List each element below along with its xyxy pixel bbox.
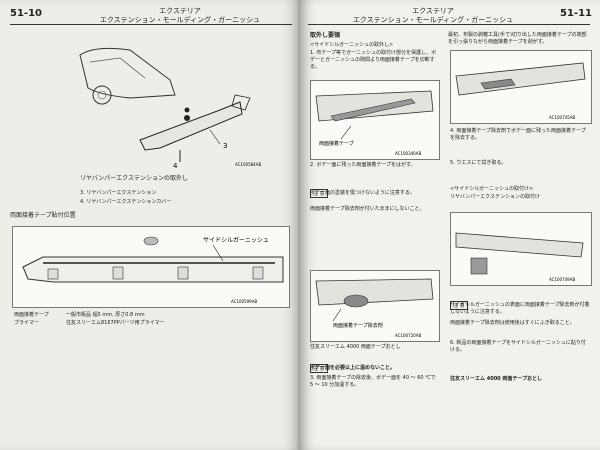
header-subtitle: エクステンション・モールディング・ガーニッシュ bbox=[99, 16, 261, 24]
col1-step-2: 2. ボデー面に残った両面接着テープをはがす。 bbox=[310, 162, 416, 168]
tape-position-heading: 両面接着テープ貼付位置 bbox=[10, 212, 76, 219]
spec-label-primer: プライマー bbox=[14, 320, 40, 326]
page-number: 51-10 bbox=[10, 8, 42, 19]
col1-title: 取外し要領 bbox=[310, 32, 341, 39]
col1-remover: 住友スリーエム 4000 両面テープおとし bbox=[310, 344, 401, 350]
header-subtitle: エクステンション・モールディング・ガーニッシュ bbox=[352, 16, 514, 24]
col2-intro: 最初、布製の剥離工具(手で)切り出した両面接着テープの端部を引っ張りながら両面接… bbox=[448, 32, 587, 45]
col1-subtitle: <サイドシルガーニッシュの取外し> bbox=[310, 42, 394, 48]
removal-step-3: 3. リヤバンパーエクステンション bbox=[80, 190, 157, 196]
caution-label-3: 注 意 bbox=[450, 292, 468, 311]
right-page: 51-11 エクステリア エクステンション・モールディング・ガーニッシュ 取外し… bbox=[298, 0, 600, 450]
tape-pull-figure: AC100745AB bbox=[450, 50, 592, 124]
caution-label-2: 注 意 bbox=[310, 355, 328, 374]
header-title: エクステリア bbox=[159, 7, 201, 15]
page-number: 51-11 bbox=[560, 8, 592, 19]
figure-code: AC100745AB bbox=[549, 115, 575, 120]
figure-code: AC100749AB bbox=[549, 277, 575, 282]
removal-step-4: 4. リヤバンパーエクステンションカバー bbox=[80, 199, 172, 205]
left-page: 51-10 エクステリア エクステンション・モールディング・ガーニッシュ 3 4… bbox=[0, 0, 298, 450]
caution-badge: 注 意 bbox=[450, 301, 468, 310]
bumper-extension-figure: 3 4 AC100584AB bbox=[79, 47, 261, 170]
garnish-label: サイドシルガーニッシュ bbox=[203, 236, 269, 244]
install-subtitle: リヤバンパーエクステンションの取付け bbox=[450, 194, 541, 200]
callout-4: 4 bbox=[173, 162, 178, 170]
col2-step-6: 6. 新品の両面接着テープをサイドシルガーニッシュに貼り付ける。 bbox=[450, 340, 586, 353]
callout-3: 3 bbox=[223, 142, 227, 150]
caution-text-3: ボデー面を必要以上に温めないこと。 bbox=[310, 365, 396, 371]
remover-figure: 両面接着テープ除去剤 AC100720AB bbox=[310, 270, 440, 342]
spec-label-tape: 両面接着テープ bbox=[14, 312, 49, 318]
col1-step-3: 3. 両面接着テープの除去後、ボデー面を 40 〜 60 ℃で 5 〜 10 分… bbox=[310, 375, 436, 388]
tape-pull-drawing: AC100745AB bbox=[455, 62, 586, 120]
figure-code: AC100599AB bbox=[231, 299, 257, 304]
remover-label: 両面接着テープ除去剤 bbox=[333, 322, 383, 329]
header-rule bbox=[10, 24, 292, 25]
caution-text-2: 両面接着テープ除去剤が付いたままにしないこと。 bbox=[310, 206, 425, 212]
caution-text-5: 両面接着テープ除去剤は使用後はすぐにふき取ること。 bbox=[450, 320, 575, 326]
side-sill-garnish-drawing: サイドシルガーニッシュ AC100599AB bbox=[22, 236, 284, 304]
figure-code: AC100340AB bbox=[395, 151, 421, 156]
caution-label: 注 意 bbox=[310, 180, 328, 199]
figure-code: AC100584AB bbox=[235, 162, 261, 167]
col2-step-4: 4. 両面接着テープ除去剤でボデー面に残った両面接着テープを除去する。 bbox=[450, 128, 586, 141]
spec-value-primer: 住友スリーエム8167PPパーツ用プライマー bbox=[66, 320, 165, 326]
spec-value-tape: 一般市販品 幅5 mm, 厚さ0.8 mm bbox=[66, 312, 145, 318]
install-title: <サイドシルガーニッシュの取付け> bbox=[450, 186, 534, 192]
col1-intro: 1. 布テープ等でガーニッシュの取付け部分を保護し、ボデーとガーニッシュの隙間よ… bbox=[310, 50, 437, 70]
remover-drawing: 両面接着テープ除去剤 AC100720AB bbox=[315, 278, 434, 338]
figure-code: AC100720AB bbox=[395, 333, 421, 338]
caution-text-1: ボデー面の塗装を傷つけないように注意する。 bbox=[310, 190, 415, 196]
tape-cut-figure: 両面接着テープ AC100340AB bbox=[310, 80, 440, 160]
header-title: エクステリア bbox=[412, 7, 454, 15]
caution-badge: 注 意 bbox=[310, 189, 328, 198]
install-figure: AC100749AB bbox=[450, 212, 592, 286]
col2-step-5: 5. ウエスにて拭き取る。 bbox=[450, 160, 507, 166]
col2-remover: 住友スリーエム 4000 両面テープおとし bbox=[450, 376, 543, 382]
caution-badge: 注 意 bbox=[310, 364, 328, 373]
tape-label: 両面接着テープ bbox=[319, 140, 354, 147]
install-drawing: AC100749AB bbox=[455, 232, 584, 282]
removal-title: リヤバンパーエクステンションの取外し bbox=[80, 175, 189, 182]
tape-position-figure: サイドシルガーニッシュ AC100599AB bbox=[12, 226, 290, 308]
caution-text-4: サイドシルガーニッシュの表面に両面接着テープ除去剤が付着しないように注意する。 bbox=[450, 302, 590, 315]
header-rule bbox=[308, 24, 590, 25]
tape-cut-drawing: 両面接着テープ AC100340AB bbox=[315, 90, 434, 156]
